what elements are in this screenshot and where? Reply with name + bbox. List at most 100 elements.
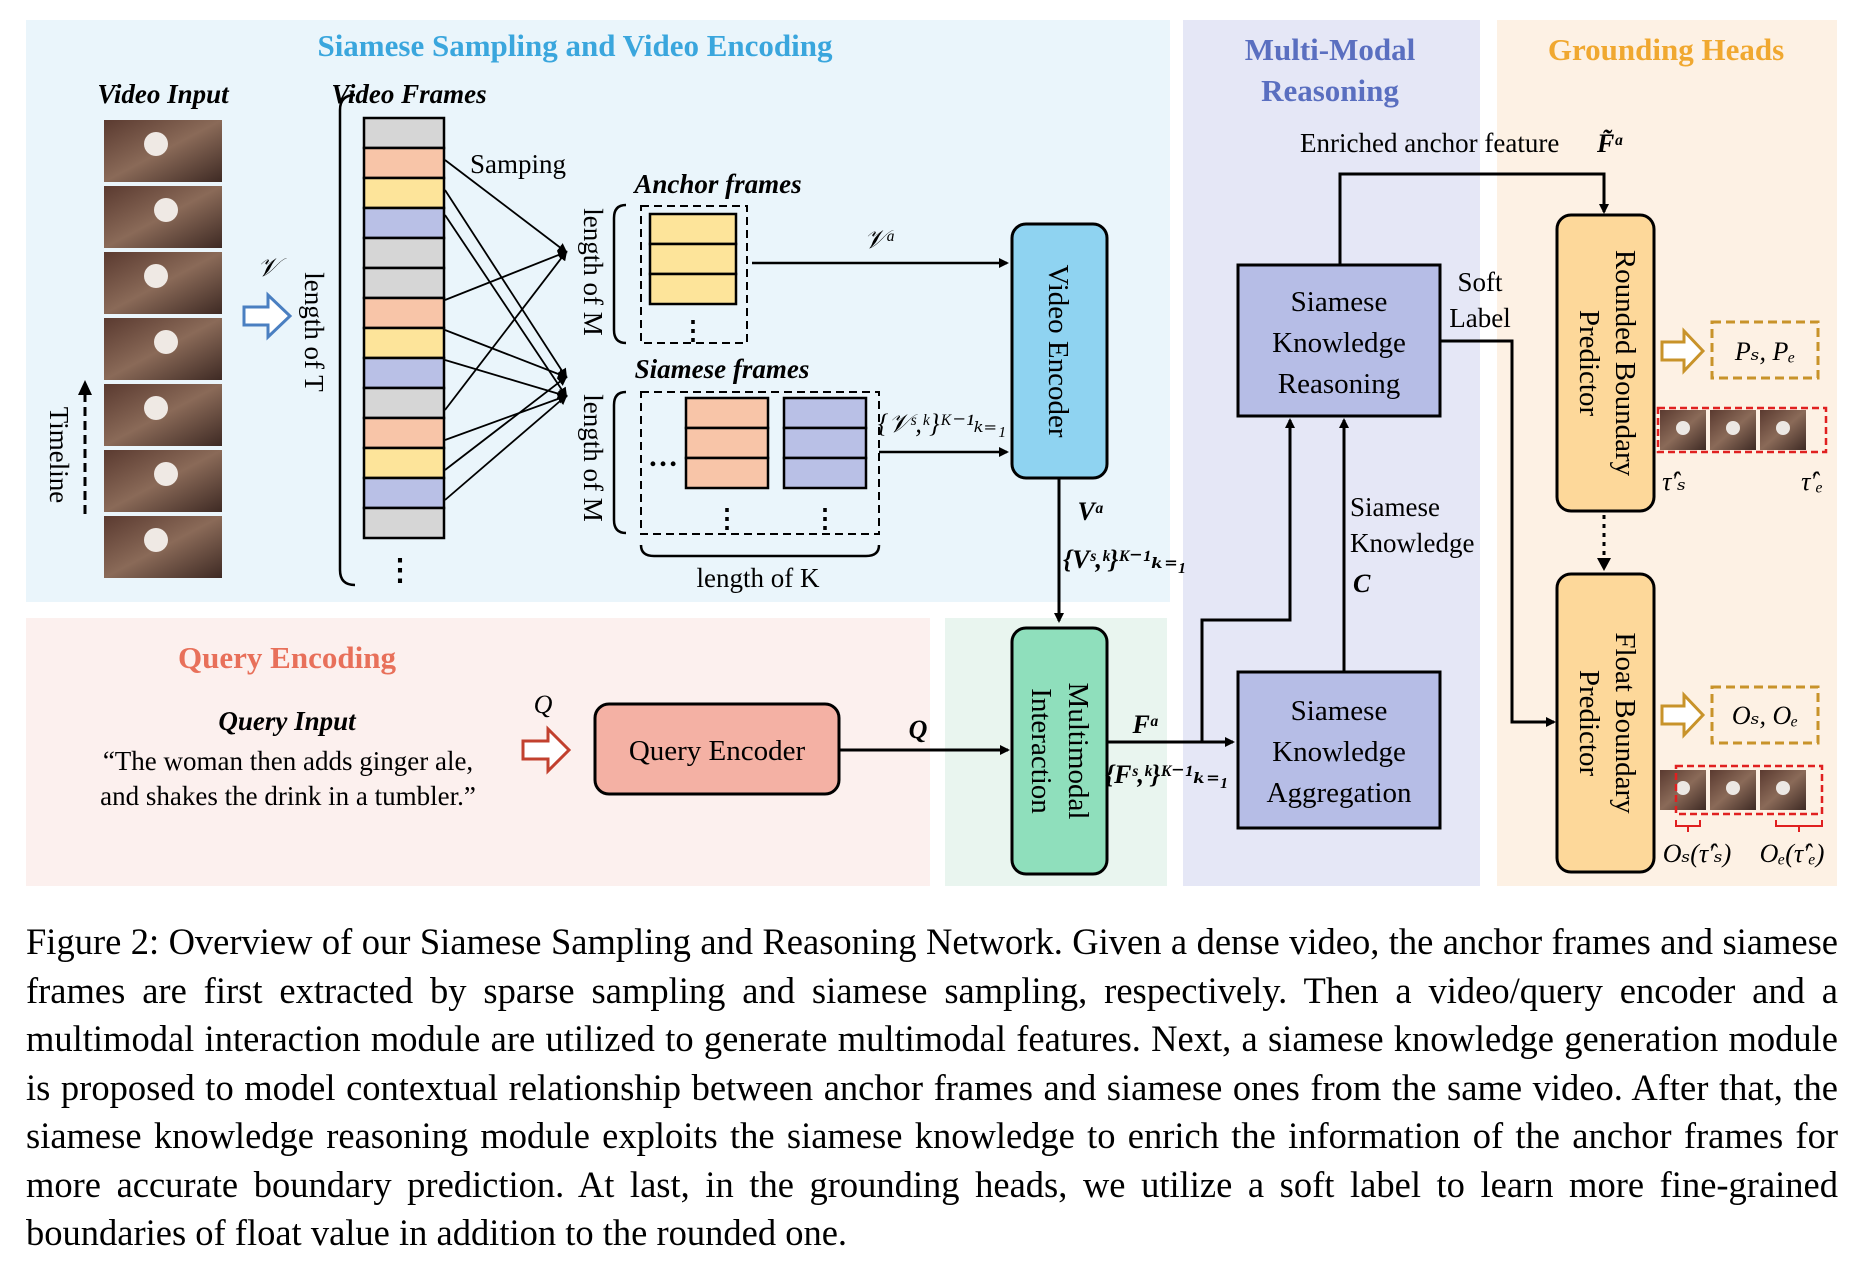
query-encoder-label: Query Encoder	[629, 735, 806, 767]
video-thumbnails	[104, 120, 222, 578]
multimodal-label-2: Interaction	[1025, 688, 1057, 814]
architecture-diagram: Siamese Sampling and Video Encoding Quer…	[26, 20, 1837, 886]
siamese-ellipsis-1: ⋮	[714, 504, 740, 533]
video-input-label: Video Input	[97, 79, 230, 109]
q-script-label: Q	[534, 690, 553, 719]
samping-label: Samping	[470, 149, 566, 179]
anchor-frames-dashed-box	[640, 205, 748, 344]
os-tau-label: Oₛ(τ̂′ₛ)	[1663, 839, 1732, 868]
vsk-bold-label: {Vˢ,ᵏ}ᴷ⁻¹ₖ₌₁	[1063, 545, 1187, 574]
video-thumbnail-figure	[144, 396, 168, 420]
enriched-label: Enriched anchor feature	[1300, 128, 1559, 158]
video-frame-cell	[362, 236, 446, 270]
video-frames-column	[362, 116, 446, 540]
fsk-label: {Fˢ,ᵏ}ᴷ⁻¹ₖ₌₁	[1105, 760, 1229, 789]
soft-label-2: Label	[1449, 303, 1510, 333]
anchor-ellipsis: ⋮	[680, 316, 706, 345]
siamese-frame-stack-purple	[782, 396, 868, 490]
enriched-feature-arrow	[1338, 172, 1609, 265]
video-frame-cell	[362, 266, 446, 300]
siamese-knowledge-label-2: Knowledge	[1350, 528, 1474, 558]
knowledge-aggregation-box	[1236, 670, 1442, 830]
siamese-knowledge-label-1: Siamese	[1350, 492, 1440, 522]
float-predictor-label-2: Predictor	[1573, 670, 1605, 777]
aggregation-box-line2: Knowledge	[1272, 736, 1406, 768]
video-frame-cell	[362, 386, 446, 420]
query-text-line2: and shakes the drink in a tumbler.”	[100, 781, 476, 811]
video-frame-cell	[362, 416, 446, 450]
video-frame-cell	[362, 506, 446, 540]
video-thumbnail-figure	[144, 528, 168, 552]
video-frame-cell	[362, 326, 446, 360]
query-section-title: Query Encoding	[178, 640, 396, 675]
soft-label-1: Soft	[1457, 267, 1503, 297]
video-frame-cell	[362, 146, 446, 180]
video-thumbnail-figure	[154, 198, 178, 222]
rounded-output-box	[1710, 320, 1820, 380]
video-frames-label: Video Frames	[331, 79, 486, 109]
reasoning-section-title: Multi-Modal	[1245, 32, 1416, 67]
video-frame-cell	[362, 296, 446, 330]
heads-section-title: Grounding Heads	[1548, 32, 1784, 67]
va-script-label: 𝒱ᵃ	[864, 225, 896, 254]
aggregation-box-line1: Siamese	[1291, 695, 1388, 727]
video-frame-cell	[362, 446, 446, 480]
oe-tau-label: Oₑ(τ̂′ₑ)	[1760, 839, 1825, 868]
video-thumbnail-figure	[154, 330, 178, 354]
anchor-frames-label: Anchor frames	[632, 169, 801, 199]
length-t-label: length of T	[299, 272, 329, 392]
length-k-brace	[639, 544, 881, 558]
video-frame-cell	[362, 206, 446, 240]
video-frame-cell	[362, 476, 446, 510]
video-frame-cell	[362, 116, 446, 150]
siamese-brace	[612, 390, 627, 535]
reasoning-box-line3: Reasoning	[1278, 368, 1400, 400]
video-frame-cell	[362, 176, 446, 210]
rounded-output-thumbnails	[1656, 406, 1828, 454]
siamese-ellipsis-2: ⋮	[812, 504, 838, 533]
siamese-left-ellipsis: …	[648, 440, 678, 473]
float-output-arrow	[1660, 691, 1706, 739]
video-thumbnail-figure	[154, 462, 178, 486]
reasoning-box-line2: Knowledge	[1272, 327, 1406, 359]
query-hollow-arrow	[521, 725, 572, 775]
multimodal-to-reasoning-arrow	[1200, 418, 1295, 742]
length-k-label: length of K	[697, 563, 820, 593]
video-thumbnail-figure	[144, 264, 168, 288]
siamese-frames-dashed-box	[640, 391, 880, 535]
predictor-dotted-arrowhead	[1597, 558, 1611, 571]
rounded-predictor-label-2: Predictor	[1573, 310, 1605, 417]
soft-label-arrow	[1440, 339, 1556, 727]
frames-ellipsis: ⋮	[385, 554, 415, 587]
va-bold-label: Vᵃ	[1077, 497, 1103, 526]
reasoning-box-line1: Siamese	[1291, 286, 1388, 318]
video-hollow-arrow	[242, 291, 293, 341]
float-output-thumbnails	[1660, 764, 1824, 832]
tau-s-label: τ̂′ₛ	[1662, 467, 1686, 496]
timeline-arrow	[78, 380, 92, 514]
video-thumbnail-figure	[144, 132, 168, 156]
siamese-frames-label: Siamese frames	[635, 354, 810, 384]
f-tilde-label: F̃ᵃ	[1596, 129, 1623, 158]
query-input-label: Query Input	[218, 706, 357, 736]
caption-text: Figure 2: Overview of our Siamese Sampli…	[26, 921, 1838, 1253]
fa-label: Fᵃ	[1131, 710, 1158, 739]
float-predictor-label-1: Float Boundary	[1609, 632, 1641, 814]
video-frame-cell	[362, 356, 446, 390]
query-text-line1: “The woman then adds ginger ale,	[103, 746, 473, 776]
anchor-brace	[612, 203, 627, 345]
reasoning-section-title-2: Reasoning	[1261, 73, 1399, 108]
length-m-anchor-label: length of M	[578, 208, 608, 336]
aggregation-box-line3: Aggregation	[1267, 777, 1412, 809]
multimodal-label-1: Multimodal	[1062, 683, 1094, 820]
anchor-frame-stack	[648, 212, 738, 306]
ps-pe-label: Pₛ, Pₑ	[1734, 337, 1795, 366]
length-m-siamese-label: length of M	[578, 394, 608, 522]
timeline-label: Timeline	[44, 407, 74, 504]
c-label: C	[1353, 569, 1371, 598]
q-bold-label: Q	[909, 715, 928, 744]
video-encoder-label: Video Encoder	[1042, 265, 1074, 438]
tau-e-label: τ̂′ₑ	[1801, 467, 1823, 496]
figure-caption: Figure 2: Overview of our Siamese Sampli…	[26, 918, 1838, 1258]
vsk-script-label: {𝒱ˢ,ᵏ}ᴷ⁻¹ₖ₌₁	[878, 409, 1006, 438]
